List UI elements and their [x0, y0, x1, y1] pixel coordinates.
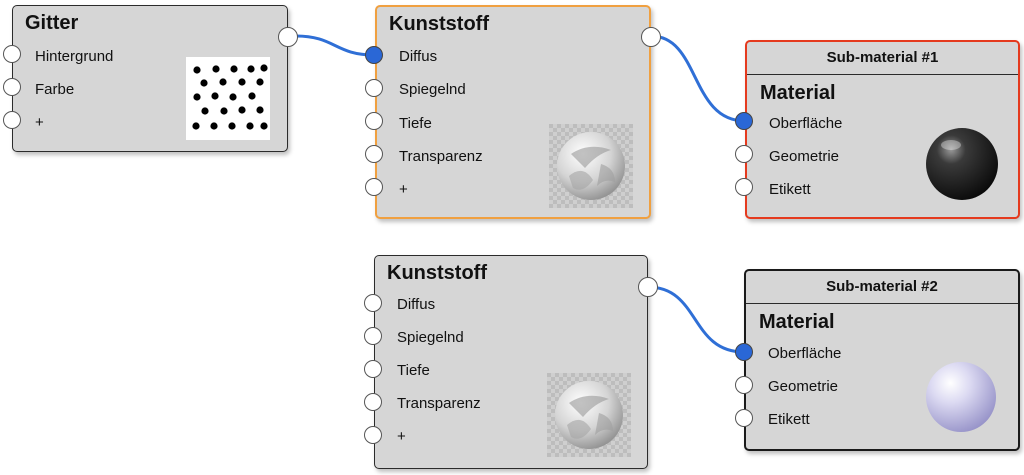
port-label: Oberfläche	[769, 115, 843, 132]
input-port-add[interactable]	[365, 178, 383, 196]
lavender-sphere-preview	[926, 362, 996, 432]
port-label: +	[399, 181, 408, 198]
node-title: Material	[760, 82, 836, 104]
input-port-oberflaeche[interactable]	[735, 343, 753, 361]
port-label: Transparenz	[399, 148, 483, 165]
port-label: Transparenz	[397, 395, 481, 412]
port-label: +	[397, 428, 406, 445]
sub-material-header: Sub-material #1	[747, 42, 1018, 75]
port-label: Oberfläche	[768, 345, 842, 362]
input-port-diffus[interactable]	[364, 294, 382, 312]
dot-grid-preview	[186, 57, 270, 140]
input-port-geometrie[interactable]	[735, 376, 753, 394]
port-label: Diffus	[399, 48, 438, 65]
input-port-geometrie[interactable]	[735, 145, 753, 163]
input-port-hintergrund[interactable]	[3, 45, 21, 63]
port-label: Farbe	[35, 81, 75, 98]
sub-material-header: Sub-material #2	[746, 271, 1018, 304]
sub-material-node-2[interactable]: Sub-material #2 Material Oberfläche Geom…	[744, 269, 1020, 451]
input-port-etikett[interactable]	[735, 178, 753, 196]
output-port-kunststoff-2[interactable]	[638, 277, 658, 297]
input-port-tiefe[interactable]	[364, 360, 382, 378]
input-port-etikett[interactable]	[735, 409, 753, 427]
plastic-sphere-preview	[547, 373, 631, 457]
output-port-gitter[interactable]	[278, 27, 298, 47]
input-port-tiefe[interactable]	[365, 112, 383, 130]
node-title: Gitter	[25, 12, 79, 34]
port-label: Spiegelnd	[397, 329, 464, 346]
node-title: Kunststoff	[387, 262, 487, 284]
input-port-add[interactable]	[3, 111, 21, 129]
input-port-transparenz[interactable]	[365, 145, 383, 163]
node-title: Material	[759, 311, 835, 333]
input-port-diffus[interactable]	[365, 46, 383, 64]
plastic-sphere-preview	[549, 124, 633, 208]
wire-gitter-to-diffus	[295, 34, 375, 57]
kunststoff-node-2[interactable]: Kunststoff Diffus Spiegelnd Tiefe Transp…	[374, 255, 648, 469]
input-port-spiegelnd[interactable]	[365, 79, 383, 97]
port-label: Spiegelnd	[399, 81, 466, 98]
port-label: Etikett	[768, 411, 810, 428]
node-title: Kunststoff	[389, 13, 489, 35]
input-port-farbe[interactable]	[3, 78, 21, 96]
port-label: Geometrie	[769, 148, 840, 165]
input-port-oberflaeche[interactable]	[735, 112, 753, 130]
input-port-transparenz[interactable]	[364, 393, 382, 411]
input-port-spiegelnd[interactable]	[364, 327, 382, 345]
gitter-node[interactable]: Gitter Hintergrund Farbe +	[12, 5, 288, 152]
output-port-kunststoff-1[interactable]	[641, 27, 661, 47]
port-label: Tiefe	[397, 362, 430, 379]
sub-material-node-1[interactable]: Sub-material #1 Material Oberfläche Geom…	[745, 40, 1020, 219]
input-port-add[interactable]	[364, 426, 382, 444]
wire-kunststoff2-to-oberflaeche	[647, 285, 745, 354]
port-label: Etikett	[769, 181, 811, 198]
port-label: Geometrie	[768, 378, 839, 395]
port-label: Diffus	[397, 296, 436, 313]
port-label: Hintergrund	[35, 48, 114, 65]
kunststoff-node-1[interactable]: Kunststoff Diffus Spiegelnd Tiefe Transp…	[375, 5, 651, 219]
black-sphere-preview	[926, 128, 998, 200]
wire-kunststoff1-to-oberflaeche	[650, 34, 746, 123]
port-label: +	[35, 114, 44, 131]
port-label: Tiefe	[399, 115, 432, 132]
